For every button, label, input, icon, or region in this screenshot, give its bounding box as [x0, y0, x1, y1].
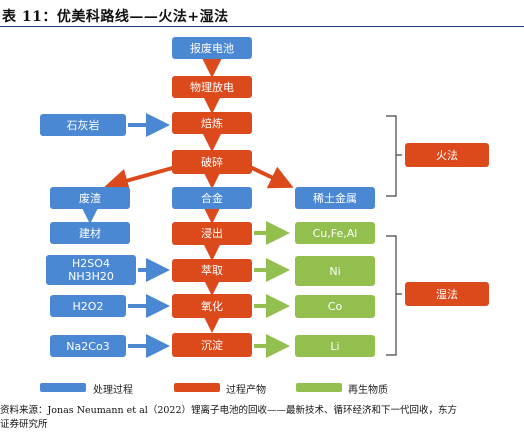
- node-crushing: 破碎: [172, 150, 252, 174]
- node-h2o2: H2O2: [50, 295, 126, 317]
- legend-label-recycled: 再生物质: [348, 385, 388, 396]
- node-battery-disposal: 报废电池: [172, 37, 252, 59]
- node-extraction: 萃取: [172, 259, 252, 282]
- node-cu-fe-al: Cu,Fe,Al: [295, 222, 375, 244]
- title-divider: [0, 26, 524, 27]
- node-rare-earth: 稀土金属: [295, 187, 375, 209]
- node-building-material: 建材: [50, 222, 130, 244]
- node-co: Co: [295, 295, 375, 318]
- legend-swatch-product: [174, 383, 220, 392]
- figure-title: 表 11：优美科路线——火法+湿法: [2, 9, 229, 25]
- node-h2so4-nh3h20: H2SO4 NH3H20: [46, 255, 136, 285]
- legend-label-product: 过程产物: [226, 385, 266, 396]
- node-smelting: 焙炼: [172, 112, 252, 134]
- source-line-2: 证券研究所: [0, 419, 48, 430]
- node-limestone: 石灰岩: [40, 114, 126, 136]
- legend-swatch-process: [40, 383, 86, 392]
- legend-label-process: 处理过程: [93, 385, 133, 396]
- pyro-bracket: [386, 115, 402, 197]
- label-pyrometallurgy: 火法: [405, 143, 489, 167]
- node-nh3h20-label: NH3H20: [68, 270, 114, 283]
- node-physical-discharge: 物理放电: [172, 76, 252, 98]
- node-li: Li: [295, 335, 375, 357]
- node-slag: 废渣: [50, 187, 130, 209]
- arrow-crushing-to-slag: [104, 165, 177, 193]
- source-line-1: 资料来源：Jonas Neumann et al（2022）锂离子电池的回收——…: [0, 405, 458, 416]
- node-oxidation: 氧化: [172, 294, 252, 318]
- node-ni: Ni: [295, 256, 375, 286]
- node-leaching: 浸出: [172, 222, 252, 245]
- label-hydrometallurgy: 湿法: [405, 282, 489, 306]
- node-h2so4-label: H2SO4: [72, 257, 110, 270]
- arrow-crushing-to-rare-earth: [249, 165, 294, 189]
- node-na2co3: Na2Co3: [50, 335, 126, 357]
- source-note: 资料来源：Jonas Neumann et al（2022）锂离子电池的回收——…: [0, 404, 457, 432]
- legend-swatch-recycled: [296, 383, 342, 392]
- node-alloy: 合金: [172, 187, 252, 209]
- node-precipitation: 沉淀: [172, 333, 252, 357]
- hydro-bracket: [386, 235, 402, 356]
